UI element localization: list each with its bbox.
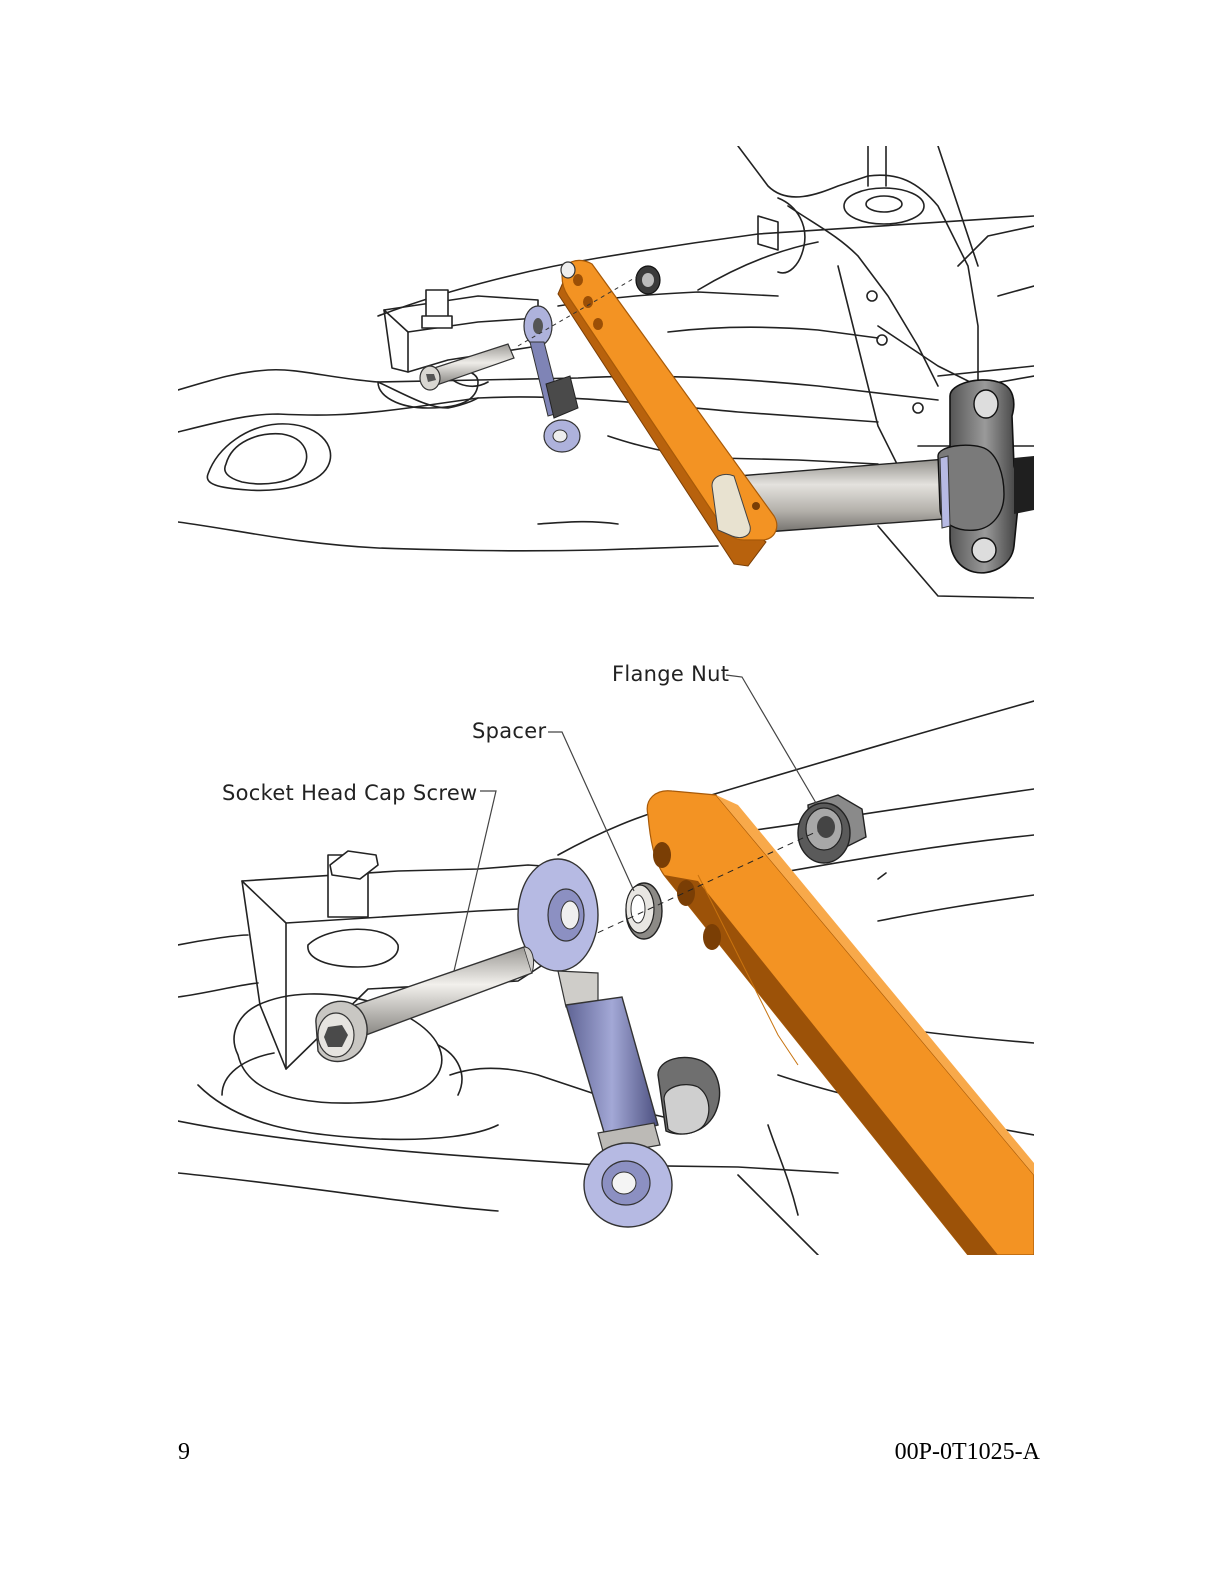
control-arm-outline <box>178 368 939 401</box>
sway-bar-arm <box>646 790 1034 1255</box>
callout-socket-head-cap-screw: Socket Head Cap Screw <box>222 781 478 805</box>
document-code: 00P-0T1025-A <box>894 1439 1040 1465</box>
leader-socket-head-cap-screw <box>453 790 497 972</box>
page-number: 9 <box>178 1439 190 1465</box>
end-link <box>523 261 581 453</box>
hardware-detail-figure <box>178 655 1034 1255</box>
socket-head-cap-screw <box>315 946 535 1063</box>
spacer <box>625 882 663 940</box>
assembly-overview-figure <box>178 146 1034 602</box>
hardware-detail-drawing <box>178 674 1034 1255</box>
sway-bar-arm <box>557 259 778 567</box>
flange-nut <box>635 265 661 295</box>
assembly-overview-drawing <box>178 146 1034 599</box>
leader-spacer <box>548 731 635 892</box>
bushing-bracket <box>937 379 1034 574</box>
flange-nut <box>797 794 867 864</box>
knuckle-outline <box>737 146 979 387</box>
leader-flange-nut <box>725 674 817 804</box>
body-line <box>377 215 1034 317</box>
callout-leaders <box>453 674 817 972</box>
callout-spacer: Spacer <box>472 719 547 743</box>
end-link <box>517 858 721 1228</box>
cap-screw <box>419 343 515 391</box>
callout-flange-nut: Flange Nut <box>612 662 730 686</box>
